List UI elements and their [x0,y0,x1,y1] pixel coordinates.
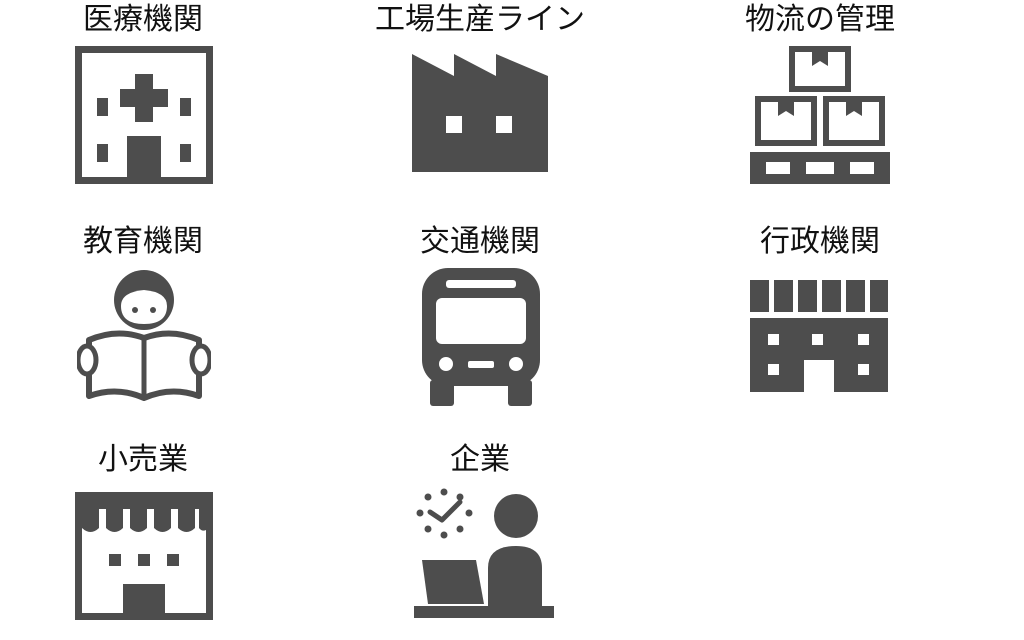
category-label: 教育機関 [83,224,203,259]
government-building-icon [750,280,888,392]
retail-store-icon [75,492,213,620]
bus-icon [422,268,540,406]
category-transportation: 交通機関 [330,222,630,422]
category-label: 物流の管理 [745,2,895,37]
category-label: 小売業 [98,442,188,477]
category-label: 医療機関 [83,2,203,37]
office-worker-icon [414,488,554,622]
factory-icon [412,54,550,174]
logistics-boxes-icon [750,46,890,184]
category-retail: 小売業 [0,440,293,640]
category-logistics: 物流の管理 [670,0,970,200]
student-reading-icon [77,268,211,406]
category-factory: 工場生産ライン [330,0,630,200]
category-hospital: 医療機関 [0,0,293,200]
category-education: 教育機関 [0,222,293,422]
category-label: 交通機関 [420,224,540,259]
category-enterprise: 企業 [330,440,630,640]
category-government: 行政機関 [670,222,970,422]
hospital-icon [75,46,213,184]
category-label: 企業 [450,442,510,477]
category-label: 行政機関 [760,224,880,259]
category-label: 工場生産ライン [375,2,585,37]
